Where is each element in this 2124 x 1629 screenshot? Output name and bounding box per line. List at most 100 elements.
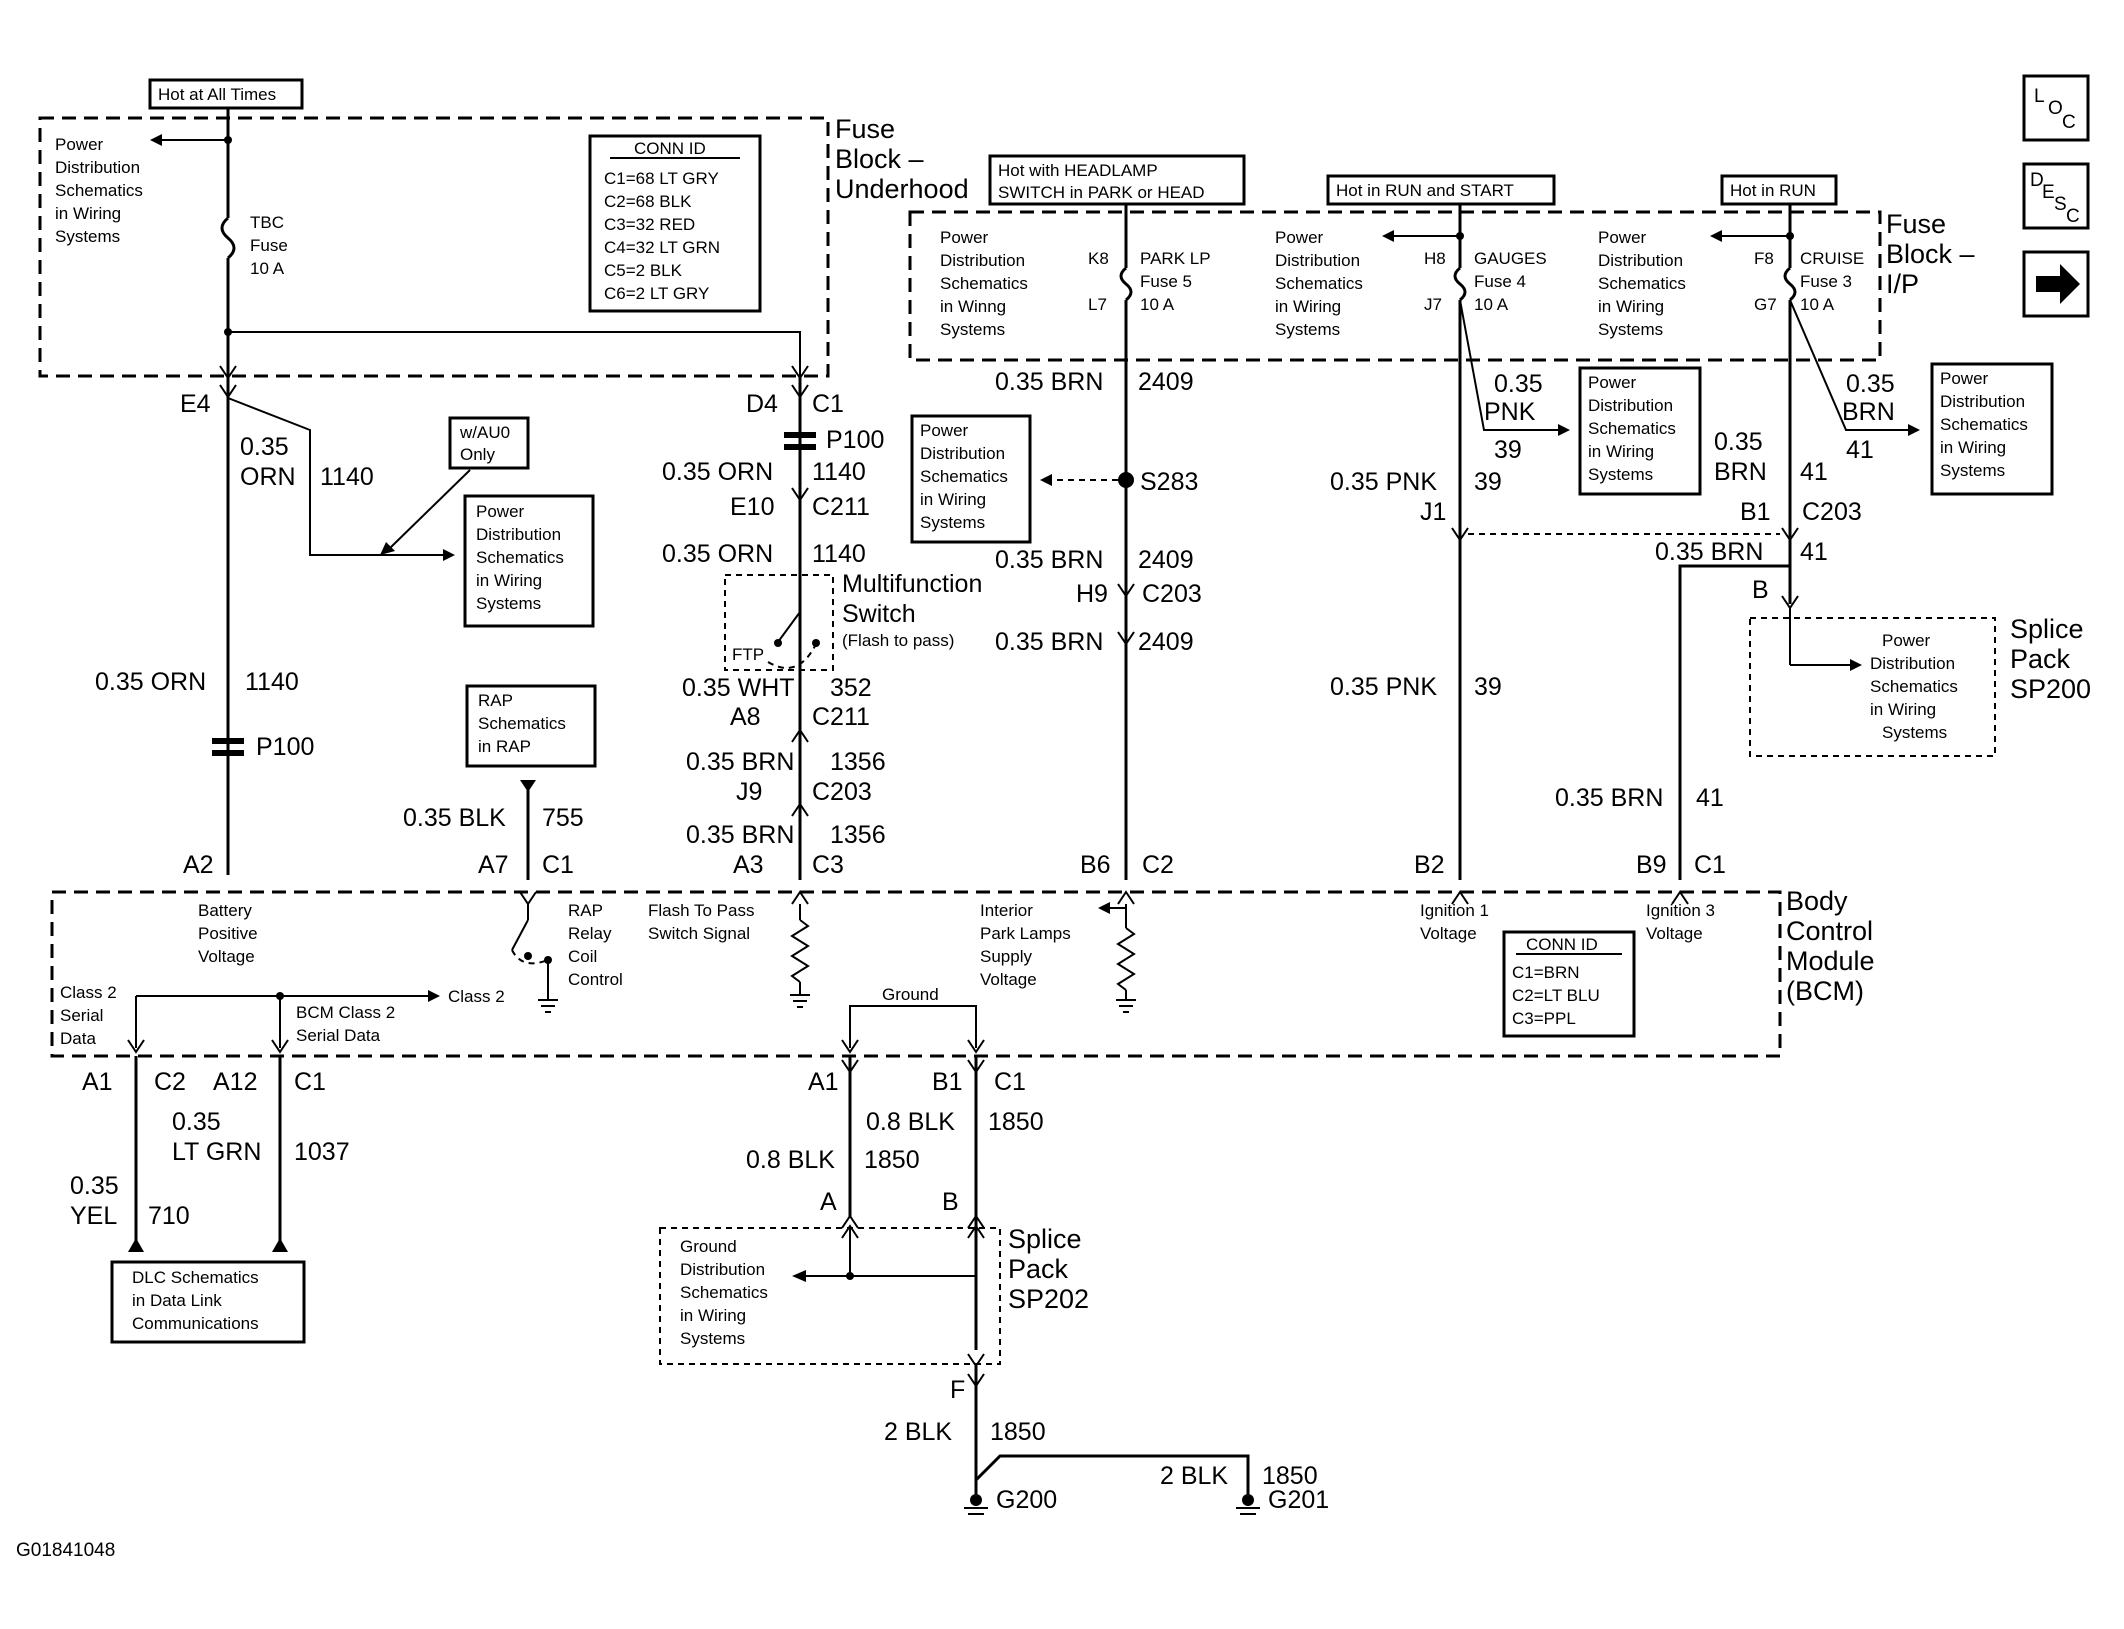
svg-text:0.35: 0.35 <box>1846 370 1895 398</box>
splice-pack-sp202-outline <box>659 1227 1001 1365</box>
svg-text:H9: H9 <box>1076 580 1108 608</box>
svg-text:A3: A3 <box>733 851 764 879</box>
svg-text:0.35 BRN: 0.35 BRN <box>995 628 1103 656</box>
wau0-box <box>448 416 530 470</box>
svg-text:Distribution: Distribution <box>1588 396 1673 415</box>
svg-text:2409: 2409 <box>1138 368 1194 396</box>
svg-text:C203: C203 <box>1802 498 1862 526</box>
svg-text:CONN ID: CONN ID <box>1526 935 1598 954</box>
fuse-block-underhood-label-2: Block – <box>835 144 924 174</box>
rap-schematics-box <box>465 684 597 768</box>
svg-text:Systems: Systems <box>1275 320 1340 339</box>
svg-text:Power: Power <box>1598 228 1647 247</box>
svg-text:A: A <box>820 1188 837 1216</box>
svg-text:Power: Power <box>920 421 969 440</box>
svg-text:Schematics: Schematics <box>478 714 566 733</box>
svg-text:Pack: Pack <box>2010 644 2071 674</box>
svg-text:Voltage: Voltage <box>1420 924 1477 943</box>
svg-text:Systems: Systems <box>476 594 541 613</box>
svg-text:A7: A7 <box>478 851 509 879</box>
svg-text:Supply: Supply <box>980 947 1032 966</box>
pds-box-left <box>463 494 595 628</box>
svg-text:J7: J7 <box>1424 295 1442 314</box>
svg-text:Schematics: Schematics <box>1940 415 2028 434</box>
svg-text:RAP: RAP <box>478 691 513 710</box>
svg-text:PARK LP: PARK LP <box>1140 249 1211 268</box>
svg-text:0.35: 0.35 <box>1714 428 1763 456</box>
svg-text:w/AU0: w/AU0 <box>459 423 510 442</box>
svg-text:RAP: RAP <box>568 901 603 920</box>
svg-text:1140: 1140 <box>320 463 374 491</box>
svg-text:0.35: 0.35 <box>70 1172 119 1200</box>
svg-text:S283: S283 <box>1140 468 1198 496</box>
multifunction-switch-outline <box>724 574 834 671</box>
svg-text:P100: P100 <box>826 426 884 454</box>
hot-run-start-box <box>1326 174 1556 206</box>
svg-text:Hot in RUN: Hot in RUN <box>1730 181 1816 200</box>
desc-button[interactable]: D E S C <box>2022 162 2090 230</box>
svg-text:39: 39 <box>1474 468 1502 496</box>
svg-text:ORN: ORN <box>240 463 296 491</box>
bcm-outline <box>50 890 1782 1058</box>
svg-text:Schematics: Schematics <box>55 181 143 200</box>
svg-text:A8: A8 <box>730 703 761 731</box>
svg-text:Flash To Pass: Flash To Pass <box>648 901 754 920</box>
svg-text:Positive: Positive <box>198 924 258 943</box>
pds-box-s283 <box>910 414 1032 544</box>
svg-text:Schematics: Schematics <box>1275 274 1363 293</box>
svg-text:Distribution: Distribution <box>1940 392 2025 411</box>
svg-text:A12: A12 <box>213 1068 257 1096</box>
fuse-block-underhood-label-1: Fuse <box>835 114 895 144</box>
svg-text:Ignition 3: Ignition 3 <box>1646 901 1715 920</box>
svg-text:CONN ID: CONN ID <box>634 139 706 158</box>
svg-text:0.35 BRN: 0.35 BRN <box>1555 784 1663 812</box>
svg-text:Schematics: Schematics <box>920 467 1008 486</box>
svg-text:Switch: Switch <box>842 600 916 628</box>
svg-text:Fuse 3: Fuse 3 <box>1800 272 1852 291</box>
svg-text:1037: 1037 <box>294 1138 350 1166</box>
svg-text:in Wiring: in Wiring <box>476 571 542 590</box>
svg-text:Systems: Systems <box>1882 723 1947 742</box>
svg-text:2 BLK: 2 BLK <box>884 1418 952 1446</box>
svg-text:G201: G201 <box>1268 1486 1329 1514</box>
svg-text:F8: F8 <box>1754 249 1774 268</box>
svg-text:2409: 2409 <box>1138 628 1194 656</box>
svg-text:FTP: FTP <box>732 645 764 664</box>
svg-text:K8: K8 <box>1088 249 1109 268</box>
svg-text:Multifunction: Multifunction <box>842 570 982 598</box>
svg-text:in Wiring: in Wiring <box>55 204 121 223</box>
svg-text:Hot in RUN and START: Hot in RUN and START <box>1336 181 1514 200</box>
svg-text:C211: C211 <box>812 493 870 521</box>
next-arrow-button[interactable] <box>2022 250 2090 318</box>
svg-text:BCM Class 2: BCM Class 2 <box>296 1003 395 1022</box>
svg-text:O: O <box>2048 98 2063 119</box>
svg-text:Power: Power <box>1940 369 1989 388</box>
svg-text:C: C <box>2062 112 2076 133</box>
svg-text:0.35 BRN: 0.35 BRN <box>995 368 1103 396</box>
svg-text:Block –: Block – <box>1886 239 1975 269</box>
svg-text:1850: 1850 <box>864 1146 920 1174</box>
svg-text:Ignition 1: Ignition 1 <box>1420 901 1489 920</box>
svg-text:J1: J1 <box>1420 498 1446 526</box>
figure-id: G01841048 <box>16 1540 115 1561</box>
svg-text:0.35 BRN: 0.35 BRN <box>995 546 1103 574</box>
svg-text:B1: B1 <box>932 1068 963 1096</box>
svg-text:10 A: 10 A <box>1140 295 1175 314</box>
svg-text:C3=32 RED: C3=32 RED <box>604 215 695 234</box>
svg-text:CRUISE: CRUISE <box>1800 249 1864 268</box>
svg-text:SWITCH in PARK or HEAD: SWITCH in PARK or HEAD <box>998 183 1205 202</box>
svg-text:Schematics: Schematics <box>1588 419 1676 438</box>
svg-text:YEL: YEL <box>70 1202 117 1230</box>
svg-text:A1: A1 <box>808 1068 839 1096</box>
svg-text:Distribution: Distribution <box>1598 251 1683 270</box>
svg-text:D: D <box>2030 170 2044 191</box>
svg-text:E: E <box>2042 182 2055 203</box>
conn-id-bcm-box <box>1502 930 1636 1038</box>
svg-text:in Wiring: in Wiring <box>920 490 986 509</box>
svg-text:0.35 ORN: 0.35 ORN <box>662 458 773 486</box>
svg-text:C6=2 LT GRY: C6=2 LT GRY <box>604 284 709 303</box>
svg-text:E4: E4 <box>180 390 211 418</box>
svg-text:SP200: SP200 <box>2010 674 2091 704</box>
loc-button[interactable]: L O C <box>2022 74 2090 142</box>
